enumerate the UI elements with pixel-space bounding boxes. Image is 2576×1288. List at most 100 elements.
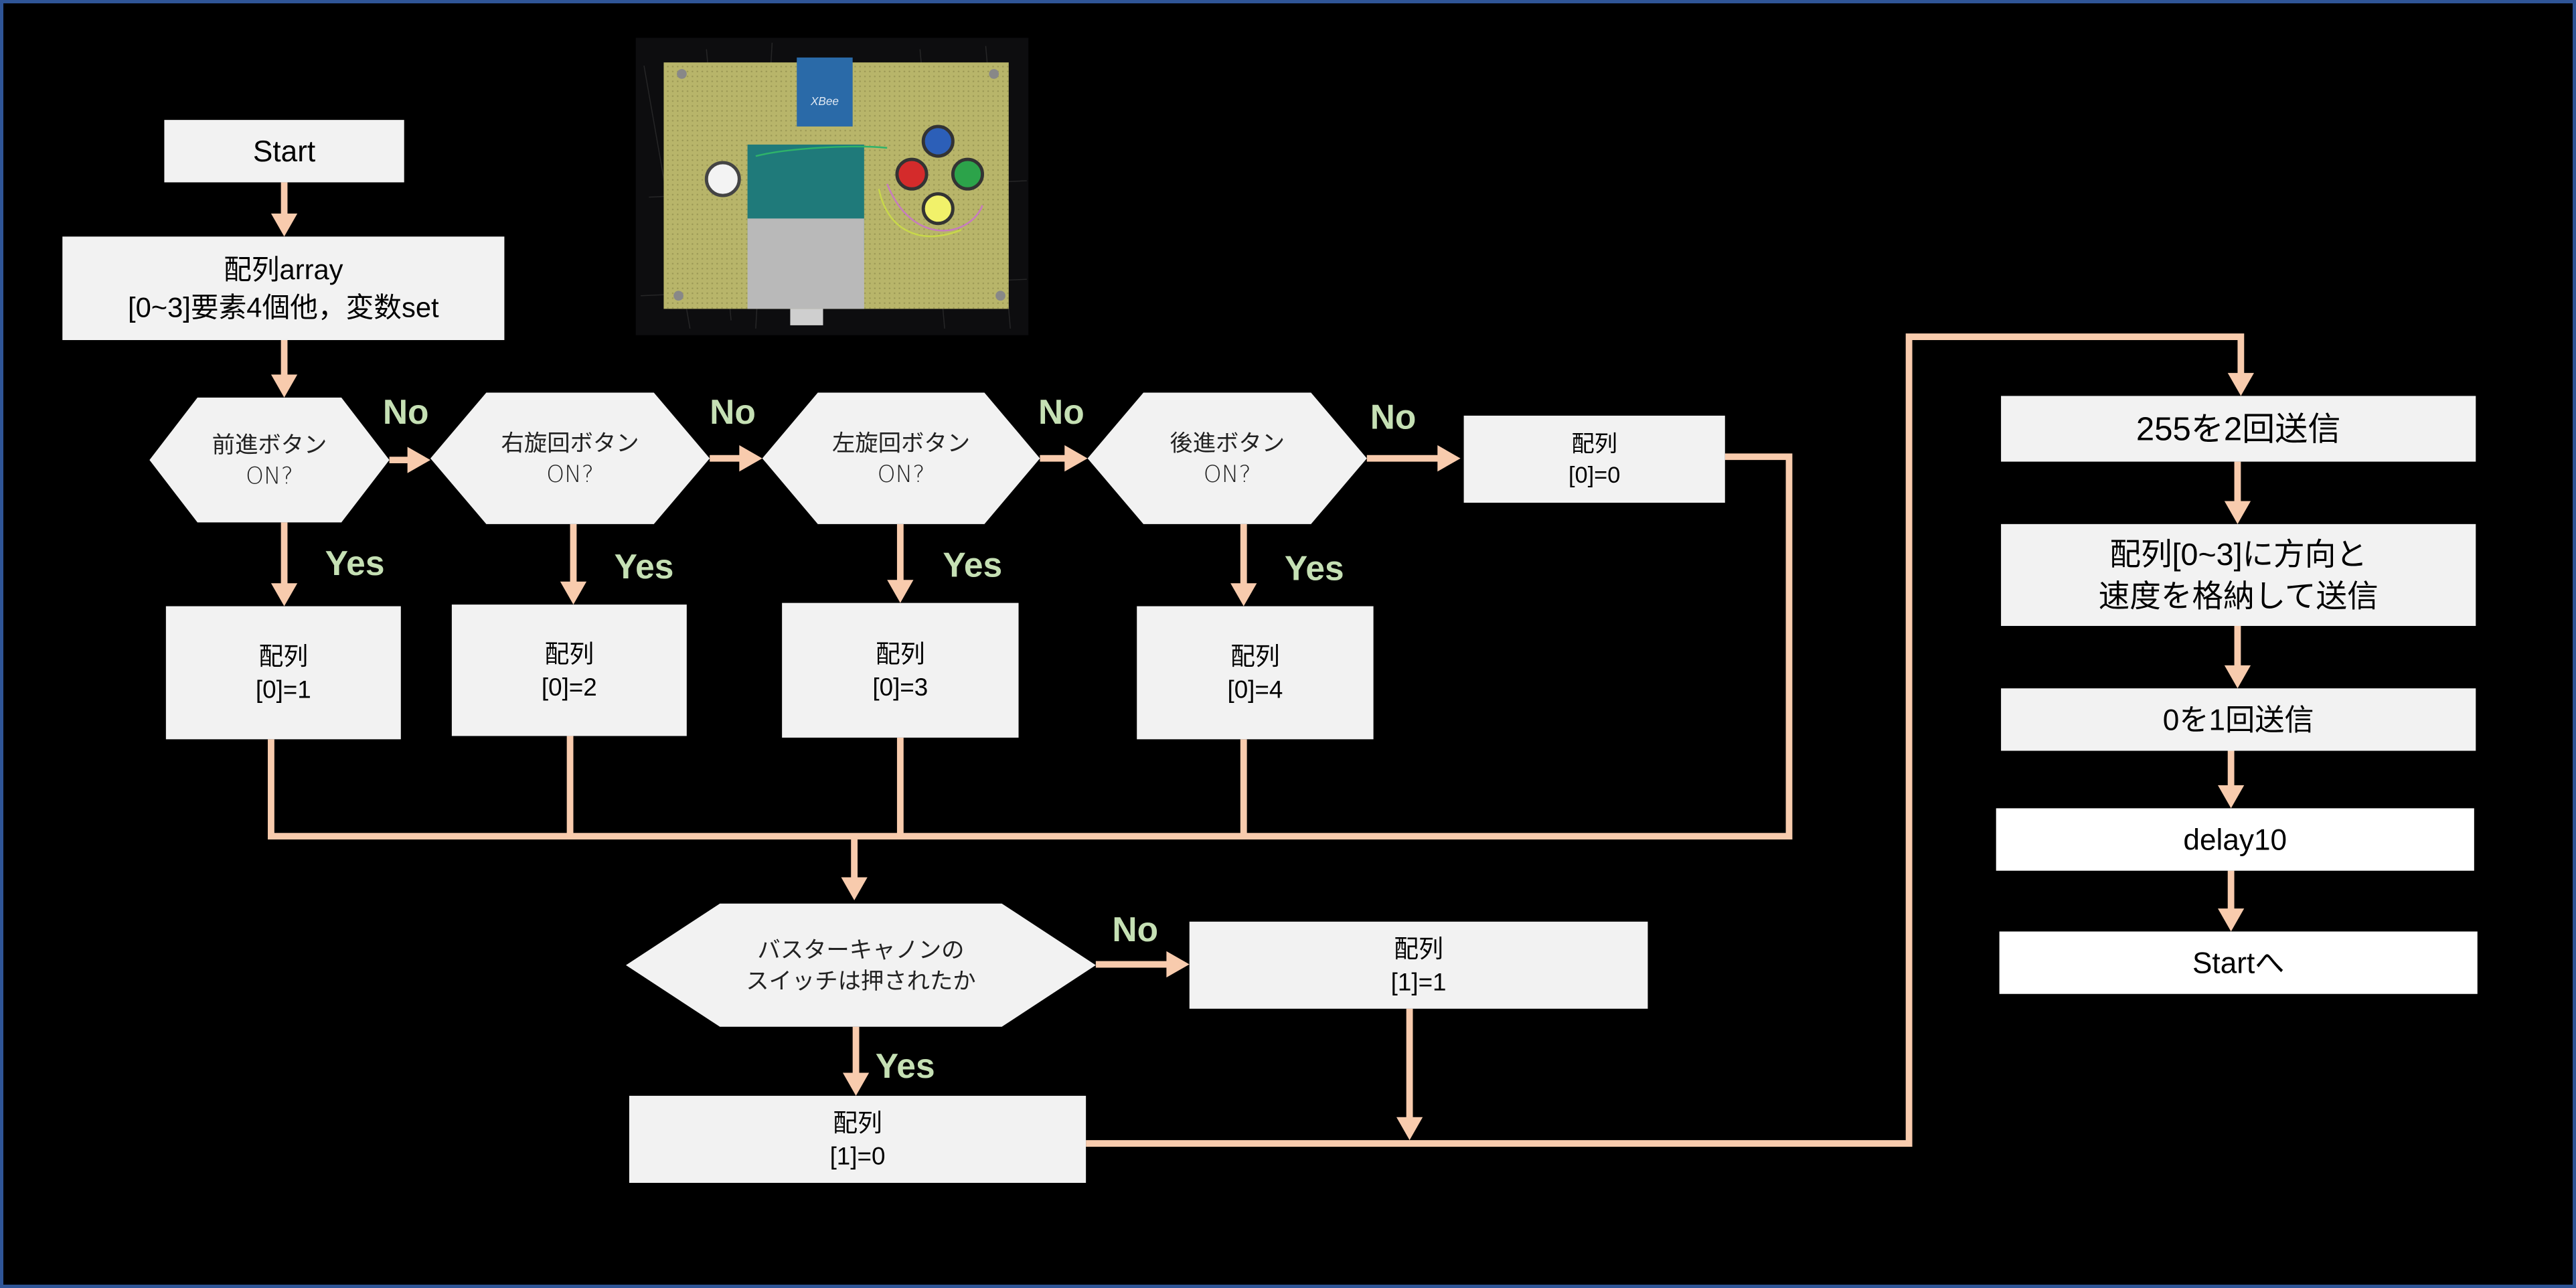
node-set0-4: 配列 [0]=4 (1137, 606, 1374, 740)
decision-hexagon (762, 392, 1040, 524)
arrowhead-icon (1166, 951, 1190, 978)
branch-label-yes: Yes (876, 1046, 935, 1085)
node-label: [1]=0 (830, 1143, 886, 1170)
node-label: バスターキャノンの (757, 937, 964, 964)
node-label: [0]=1 (256, 676, 311, 704)
decision-hexagon (430, 392, 710, 524)
arrow-send0-to-delay (2218, 750, 2245, 809)
node-label: [1]=1 (1391, 969, 1447, 996)
node-label: 配列 (1230, 643, 1280, 670)
process-box (1996, 808, 2474, 871)
process-box (1137, 606, 1374, 740)
node-send255: 255を2回送信 (2001, 396, 2476, 462)
process-box (2001, 524, 2476, 627)
node-label: 後進ボタン (1170, 430, 1285, 457)
branch-label-yes: Yes (943, 545, 1002, 584)
node-label: 配列array (224, 254, 343, 285)
arrow-no-left (1040, 445, 1088, 472)
node-set1-1: 配列[1]=1 (1189, 921, 1648, 1009)
branch-label-yes: Yes (1285, 548, 1344, 587)
node-label: 255を2回送信 (2136, 412, 2341, 448)
connectors (268, 182, 2254, 1147)
node-label: 前進ボタン (212, 432, 327, 459)
branch-label-no: No (1112, 910, 1158, 949)
xbee-module (797, 57, 853, 127)
node-set0-0: 配列[0]=0 (1463, 415, 1725, 503)
arrowhead-icon (887, 580, 914, 603)
process-box (451, 605, 687, 736)
branch-label-no: No (1370, 398, 1417, 436)
node-label: ON? (546, 461, 594, 488)
connector-line (268, 453, 1793, 840)
arrowhead-icon (2224, 501, 2251, 524)
arrowhead-icon (270, 214, 298, 237)
node-label: [0]=4 (1227, 676, 1283, 704)
nodes: Start 配列array [0~3]要素4個他，変数set 前進ボタン ON? 右旋回ボ… (62, 120, 2478, 1183)
process-box (629, 1095, 1086, 1183)
arrow-start-to-init (270, 182, 298, 237)
node-d-back: 後進ボタン ON? (1087, 392, 1367, 524)
node-label: 0を1回送信 (2163, 704, 2314, 736)
process-box (2001, 688, 2476, 751)
arrowhead-icon (2227, 373, 2254, 396)
node-label: ON? (878, 461, 925, 488)
process-box (165, 606, 401, 740)
node-label: 配列[0~3]に方向と (2109, 537, 2367, 572)
arrowhead-icon (2218, 785, 2245, 809)
arrowhead-icon (739, 445, 762, 472)
process-box (62, 236, 505, 340)
node-label: Start (253, 135, 315, 168)
node-label: ON? (246, 463, 293, 489)
arrowhead-icon (1437, 445, 1461, 472)
svg-text:XBee: XBee (810, 94, 839, 108)
arrowhead-icon (1396, 1117, 1423, 1141)
node-label: 配列 (833, 1109, 882, 1137)
arrowhead-icon (270, 374, 298, 398)
node-label: スイッチは押されたか (746, 968, 975, 995)
node-label: [0]=2 (542, 673, 597, 701)
arrow-send255-to-array (2224, 461, 2251, 524)
node-set0-3: 配列[0]=3 (782, 602, 1019, 738)
node-label: 速度を格納して送信 (2099, 579, 2379, 614)
arrow-yes-forward (270, 522, 298, 607)
process-box (1189, 921, 1648, 1009)
arrow-yes-cannon (842, 1026, 870, 1096)
node-start: Start (164, 120, 404, 183)
node-set0-2: 配列[0]=2 (451, 605, 687, 736)
arrow-yes-left (887, 524, 914, 603)
process-box (1463, 415, 1725, 503)
branch-label-no: No (383, 392, 429, 431)
arrowhead-icon (1064, 445, 1088, 472)
node-label: 配列 (259, 643, 309, 670)
arrow-init-to-forward (270, 339, 298, 398)
arrowhead-icon (1230, 583, 1257, 607)
node-label: 配列 (1571, 432, 1617, 457)
white-button (704, 161, 741, 197)
branch-label-no: No (710, 392, 756, 431)
node-label: ON? (1204, 461, 1251, 488)
arrow-set11-down (1396, 1008, 1423, 1141)
node-delay: delay10 (1996, 808, 2474, 871)
arrowhead-icon (2224, 665, 2251, 689)
node-label: 右旋回ボタン (501, 430, 639, 457)
process-box (164, 120, 404, 183)
process-box (1999, 931, 2478, 994)
node-goto-start: Startへ (1999, 931, 2478, 994)
arrowhead-icon (270, 583, 298, 607)
arrow-delay-to-start (2218, 870, 2245, 932)
node-set1-0: 配列 [1]=0 (629, 1095, 1086, 1183)
node-label: [0]=3 (872, 673, 928, 701)
arrow-yes-back (1230, 524, 1257, 607)
node-label: [0~3]要素4個他，変数set (128, 291, 439, 323)
node-label: Startへ (2192, 947, 2284, 980)
arrow-no-forward (389, 447, 430, 473)
process-box (782, 602, 1019, 738)
blue-button (921, 125, 955, 158)
arrow-no-right (710, 445, 762, 472)
branch-label-no: No (1038, 392, 1084, 431)
